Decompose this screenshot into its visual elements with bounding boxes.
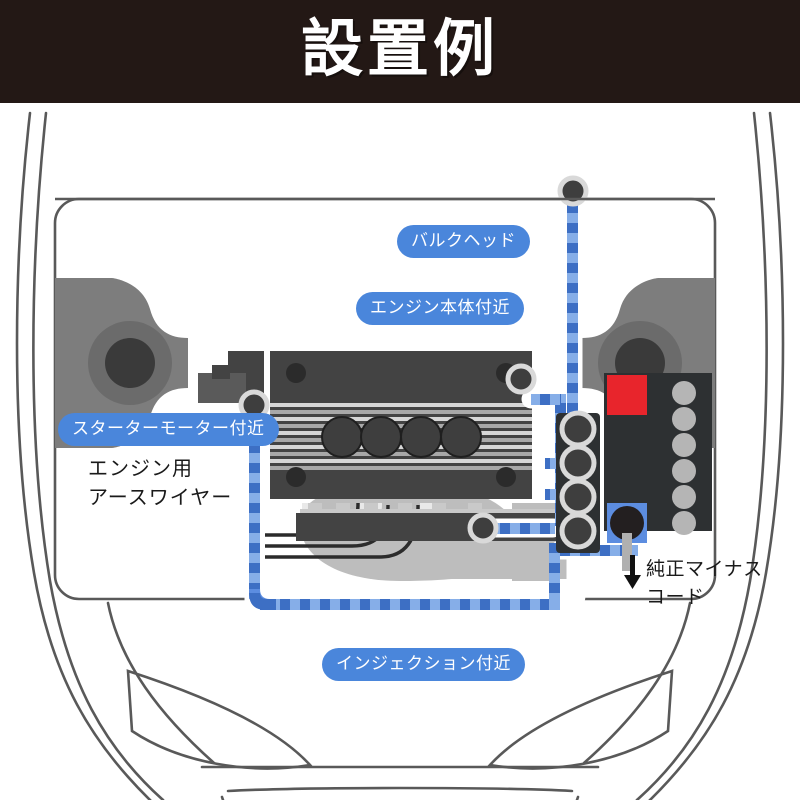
ground-wire-bulkhead: [567, 203, 578, 533]
ring-terminals: [238, 175, 589, 544]
oem-minus-cord-line1: 純正マイナス: [646, 559, 763, 580]
page-title: 設置例: [300, 14, 499, 84]
terminal-rings: [559, 410, 597, 550]
ring-terminal-engine-lower: [467, 512, 499, 544]
engine-ground-wire-line2: アースワイヤー: [88, 487, 233, 509]
header-banner: 設置例: [0, 0, 800, 103]
ignition-coils: [321, 416, 482, 458]
annotation-engine-ground-wire: エンジン用 アースワイヤー: [88, 455, 232, 513]
oem-minus-cord-line2: コード: [646, 586, 705, 608]
ground-wire-starter-motor: [249, 403, 560, 610]
engine-bay-illustration: [15, 111, 785, 800]
label-starter-motor: スターターモーター付近: [58, 413, 279, 446]
label-bulkhead: バルクヘッド: [397, 225, 530, 258]
oem-minus-cord-stub: [622, 533, 632, 571]
battery-box: [604, 373, 712, 571]
battery-negative-bolt: [610, 506, 644, 540]
annotation-oem-minus-cord: 純正マイナス コード: [646, 556, 763, 611]
battery-cells: [672, 381, 696, 535]
battery-positive-marker: [607, 375, 647, 415]
strut-tower-left: [55, 278, 188, 448]
ring-terminal-engine-upper: [505, 363, 537, 395]
engine-block: [270, 351, 532, 499]
minus-cord-arrow: [624, 555, 641, 589]
label-injection: インジェクション付近: [322, 648, 525, 681]
ground-terminal-block: [556, 410, 600, 553]
ground-wire-injection: [489, 523, 555, 534]
label-engine-body: エンジン本体付近: [356, 292, 524, 325]
engine-ground-wire-line1: エンジン用: [88, 458, 193, 480]
starter-motor: [198, 351, 264, 403]
ring-terminal-bulkhead: [557, 175, 589, 207]
